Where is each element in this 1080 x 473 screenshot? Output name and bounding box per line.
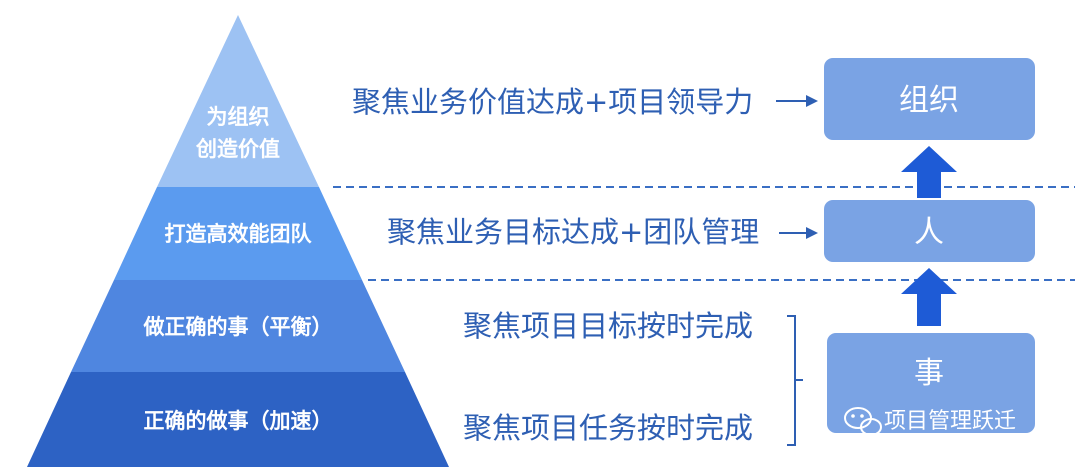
focus-team-arrowhead — [806, 227, 818, 239]
wechat-icon — [844, 407, 882, 436]
pyramid-tier-team-label: 打造高效能团队 — [165, 222, 313, 246]
pyramid-tier-balance — [71, 280, 405, 372]
arrow-up-things-to-people — [901, 268, 957, 326]
pyramid-tier-accelerate — [27, 372, 449, 467]
box-people — [824, 200, 1035, 262]
focus-org-arrowhead — [806, 95, 818, 107]
pyramid-tier-top-line2: 创造价值 — [195, 137, 280, 161]
focus-team-text: 聚焦业务目标达成+团队管理 — [387, 215, 759, 249]
watermark-text: 项目管理跃迁 — [884, 409, 1016, 434]
focus-org-text: 聚焦业务价值达成+项目领导力 — [352, 85, 753, 119]
watermark: 项目管理跃迁 — [844, 407, 1016, 436]
arrow-up-people-to-org — [901, 146, 957, 198]
task-bracket — [787, 315, 803, 446]
focus-task-schedule-text: 聚焦项目任务按时完成 — [463, 411, 753, 445]
box-org-label: 组织 — [899, 83, 959, 118]
pyramid: 为组织 创造价值 打造高效能团队 做正确的事（平衡） 正确的做事（加速） — [27, 15, 449, 467]
pyramid-tier-top — [157, 15, 319, 187]
box-people-label: 人 — [914, 215, 944, 250]
box-things-label: 事 — [914, 356, 944, 391]
box-things — [827, 333, 1035, 433]
focus-task-target-text: 聚焦项目目标按时完成 — [463, 309, 753, 343]
pyramid-tier-accelerate-label: 正确的做事（加速） — [144, 409, 333, 433]
box-org — [824, 58, 1035, 140]
pyramid-tier-team — [114, 187, 362, 280]
pyramid-tier-top-line1: 为组织 — [207, 105, 270, 129]
pyramid-tier-balance-label: 做正确的事（平衡） — [143, 315, 333, 339]
